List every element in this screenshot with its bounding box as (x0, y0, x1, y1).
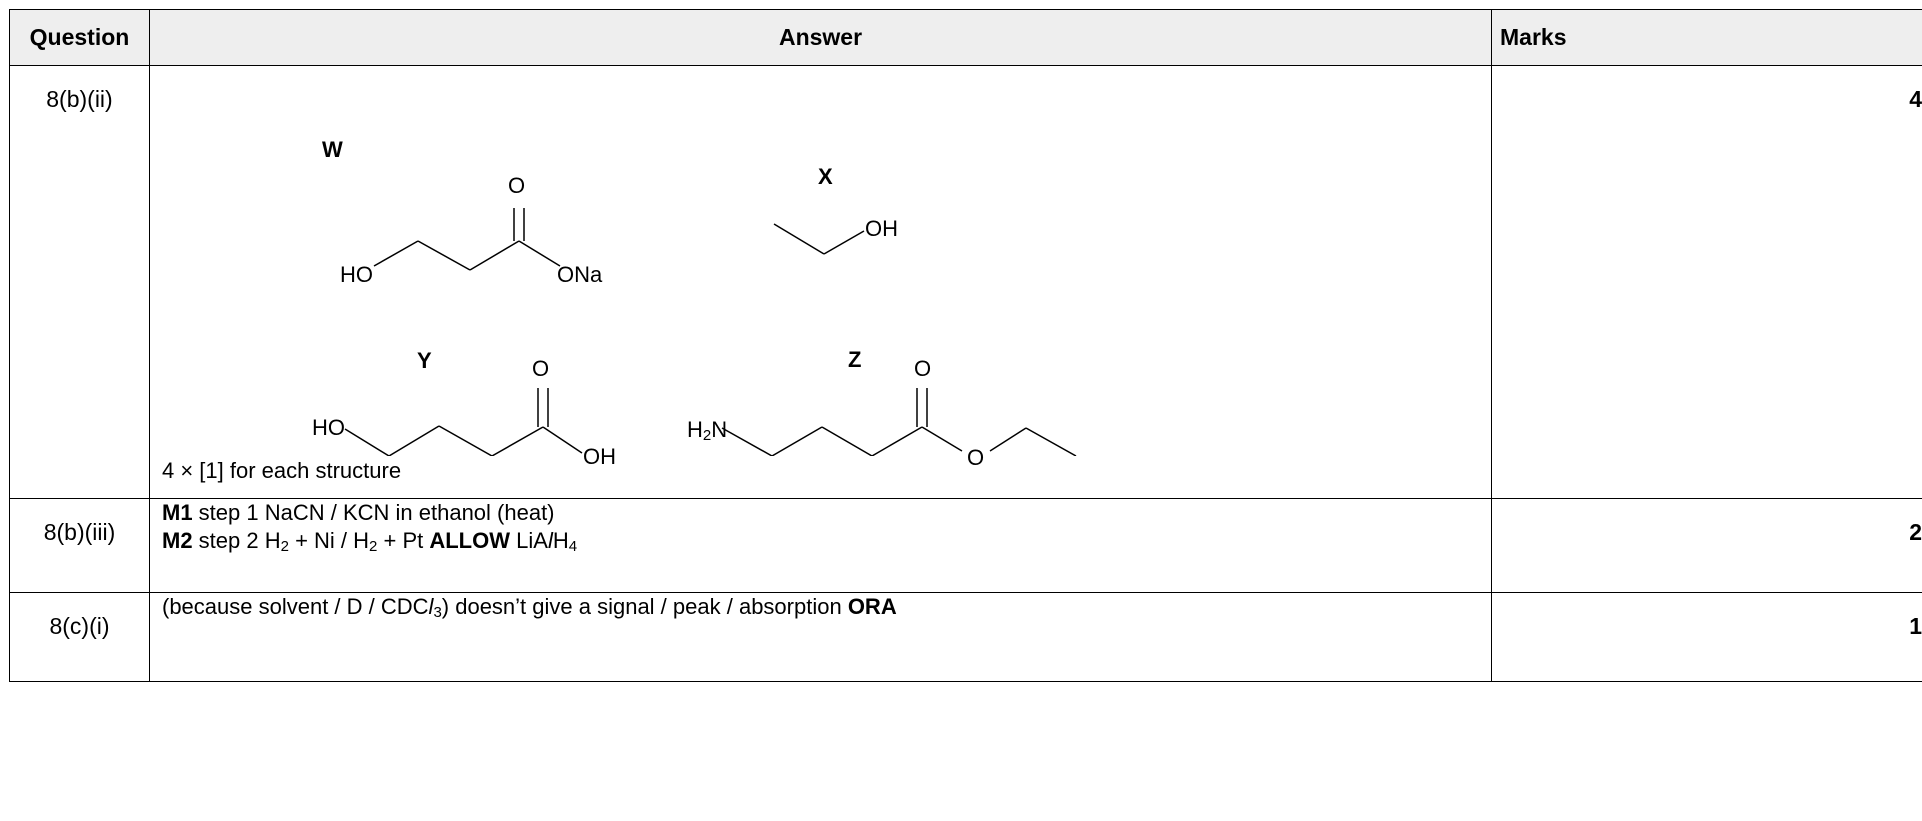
answer-cell: M1 step 1 NaCN / KCN in ethanol (heat) M… (149, 498, 1492, 593)
structure-label-z: Z (848, 347, 862, 372)
table-row: 8(c)(i) (because solvent / D / CDCl3) do… (9, 592, 1922, 682)
allow-tag: ALLOW (429, 528, 511, 553)
structure-label-w: W (322, 137, 343, 162)
subscript: 4 (568, 538, 578, 555)
answer-line-m1: M1 step 1 NaCN / KCN in ethanol (heat) (162, 499, 1491, 527)
atom-o: O (508, 173, 526, 198)
atom-ho: HO (340, 262, 373, 287)
atom-o: O (914, 356, 932, 381)
answer-text: H (552, 528, 569, 553)
mark-tag: M1 (162, 500, 193, 525)
marks-value: 2 (1491, 498, 1922, 593)
marking-note: 4 × [1] for each structure (162, 458, 402, 483)
subscript: 2 (369, 538, 378, 555)
atom-oh: OH (583, 444, 616, 469)
mark-tag: M2 (162, 528, 193, 553)
answer-text: step 2 H (192, 528, 281, 553)
subscript: 2 (702, 427, 712, 444)
ora-tag: ORA (847, 594, 897, 619)
header-row: Question Answer Marks (9, 9, 1922, 66)
structures-diagram (344, 208, 1077, 456)
marks-value: 4 (1491, 65, 1922, 499)
answer-cell: (because solvent / D / CDCl3) doesn’t gi… (149, 592, 1492, 682)
answer-line-m2: M2 step 2 H2 + Ni / H2 + Pt ALLOW LiAlH4 (162, 527, 1491, 555)
table-row: 8(b)(ii) (9, 65, 1922, 499)
answer-text: (because solvent / D / CDC (162, 594, 429, 619)
atom-n: N (711, 417, 728, 442)
question-number: 8(c)(i) (9, 592, 150, 682)
marks-header: Marks (1491, 9, 1922, 66)
question-header: Question (9, 9, 150, 66)
answer-line: (because solvent / D / CDCl3) doesn’t gi… (162, 593, 1491, 621)
atom-oh: OH (865, 216, 898, 241)
atom-o: O (532, 356, 550, 381)
answer-text: step 1 NaCN / KCN in ethanol (heat) (192, 500, 555, 525)
atom-h: H (687, 417, 703, 442)
table-row: 8(b)(iii) M1 step 1 NaCN / KCN in ethano… (9, 498, 1922, 593)
question-number: 8(b)(iii) (9, 498, 150, 593)
atom-ona: ONa (557, 262, 603, 287)
answer-text: + Pt (377, 528, 430, 553)
atom-ho: HO (312, 415, 345, 440)
atom-o: O (967, 445, 985, 470)
subscript: 3 (433, 604, 442, 621)
structure-label-y: Y (417, 348, 432, 373)
marks-value: 1 (1491, 592, 1922, 682)
structure-label-x: X (818, 164, 833, 189)
answer-cell: W O HO ONa X OH Y O HO OH Z O H2N O 4 × … (149, 65, 1492, 499)
answer-text: LiA (510, 528, 548, 553)
structures-area: W O HO ONa X OH Y O HO OH Z O H2N O 4 × … (162, 66, 1462, 498)
italic-l: l (428, 594, 434, 619)
answer-text: ) doesn’t give a signal / peak / absorpt… (441, 594, 848, 619)
mark-scheme-table: Question Answer Marks 8(b)(ii) (9, 9, 1922, 682)
answer-header: Answer (149, 9, 1492, 66)
atom-h2n: H2N (687, 417, 727, 443)
italic-l: l (547, 528, 553, 553)
answer-text: + Ni / H (288, 528, 370, 553)
question-number: 8(b)(ii) (9, 65, 150, 499)
subscript: 2 (280, 538, 289, 555)
